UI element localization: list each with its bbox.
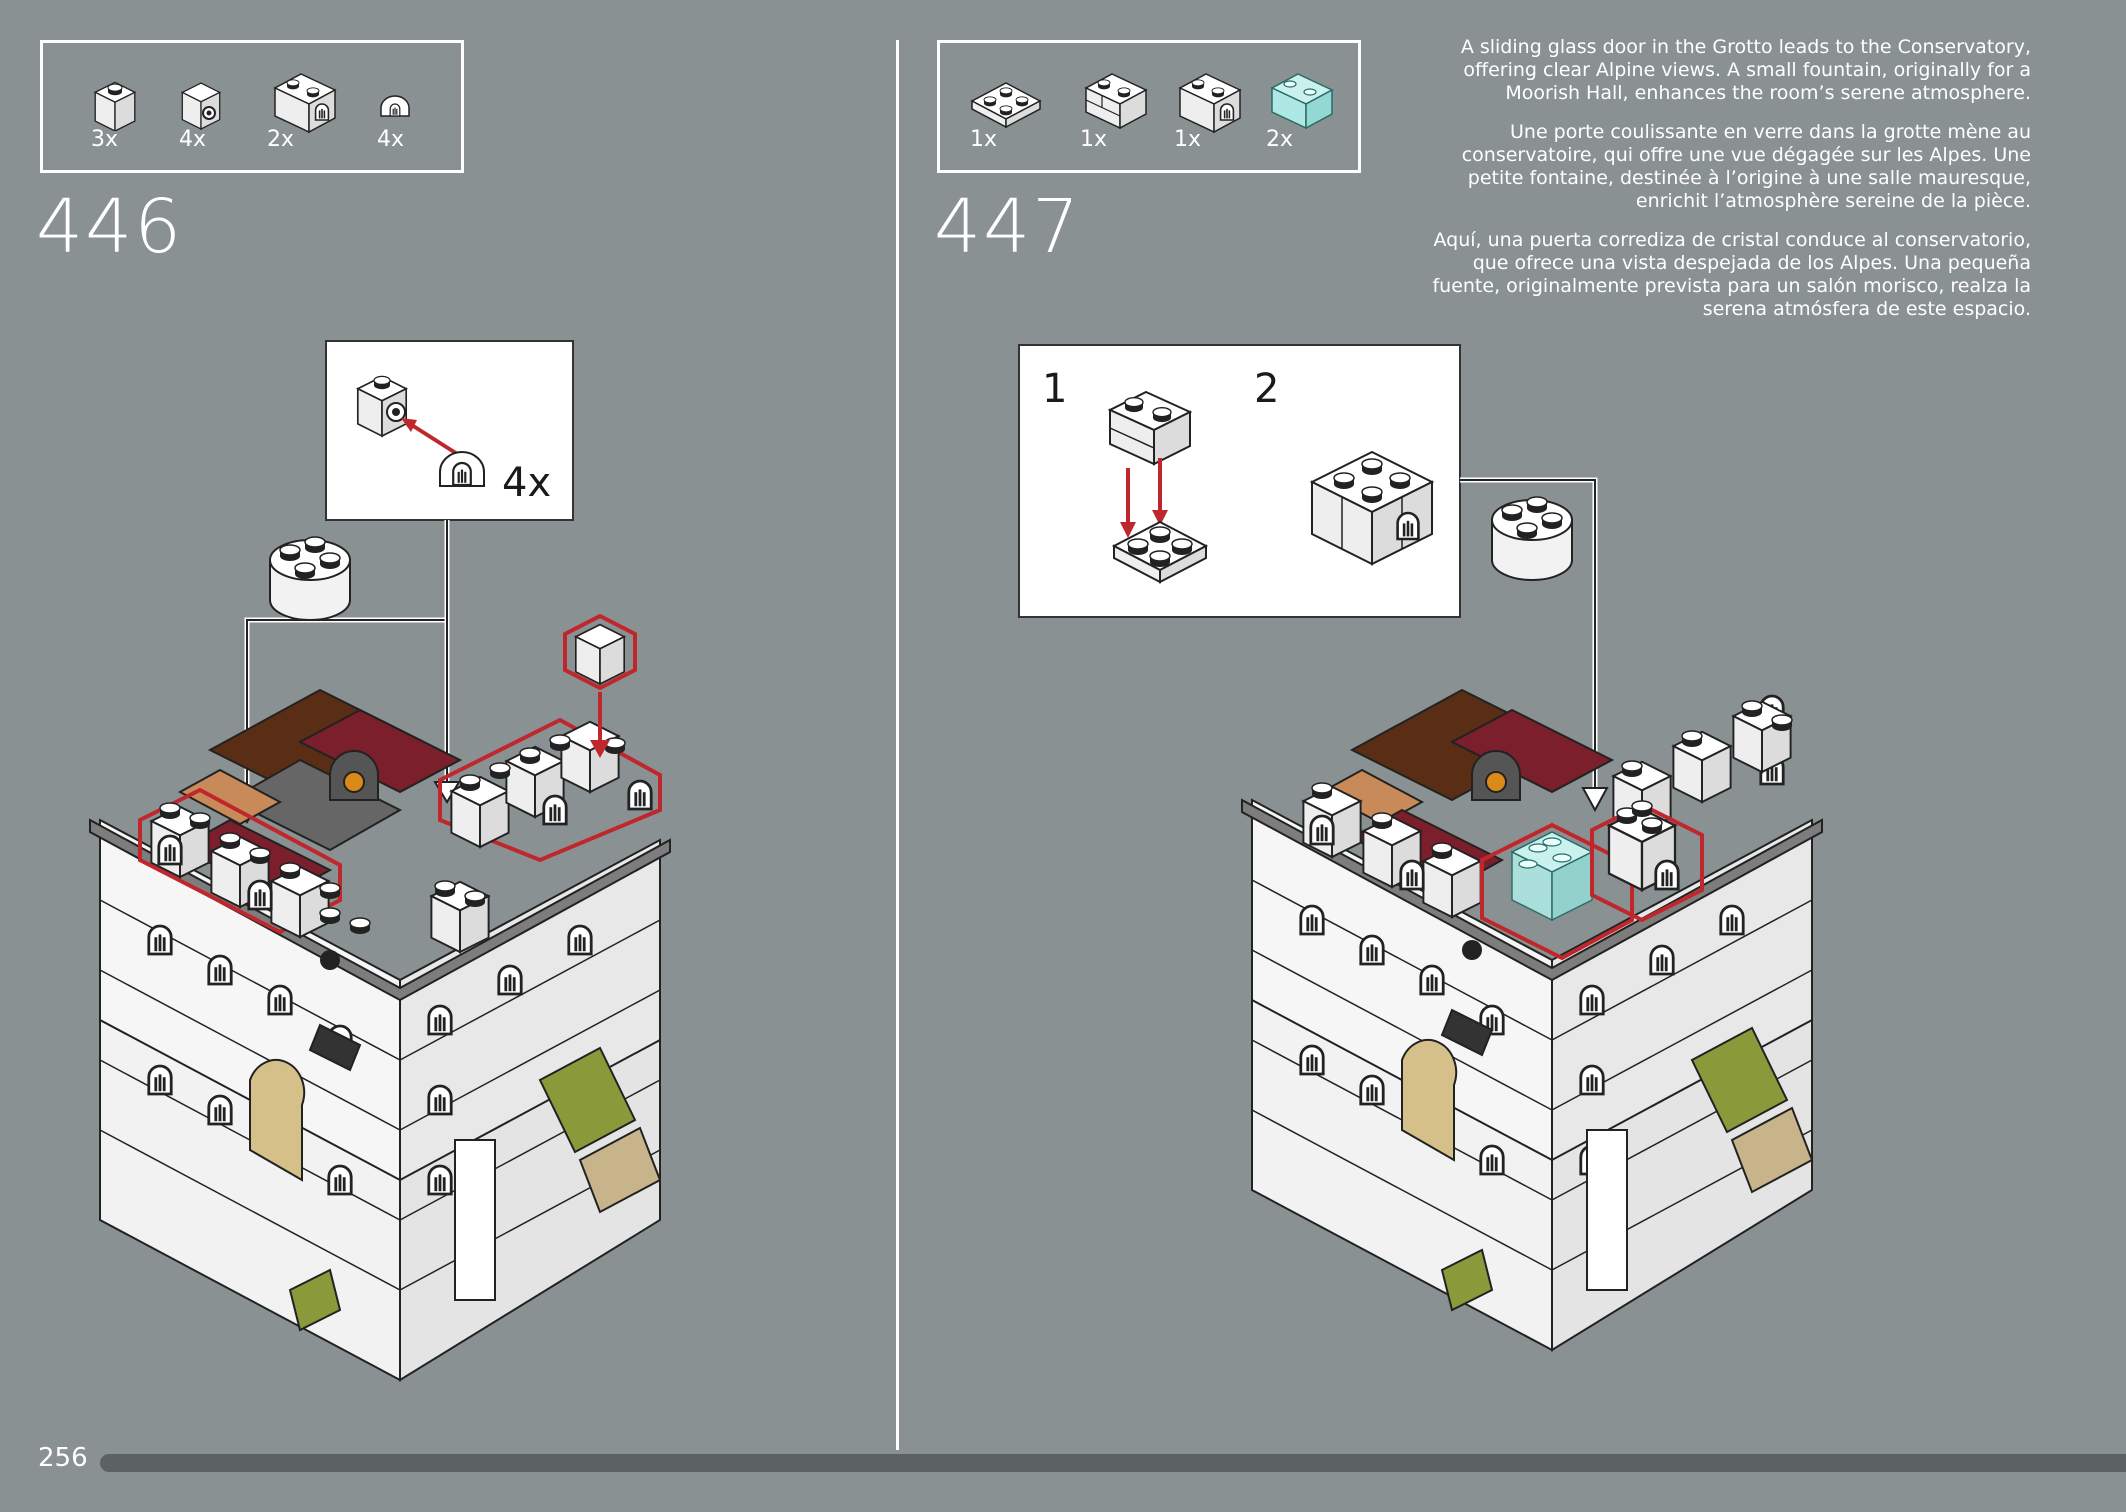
white-1x1-bracket-icon: [181, 82, 221, 130]
parts-list-step-447: 1x 1x 1x 2x: [937, 40, 1361, 173]
description-fr: Une porte coulissante en verre dans la g…: [1461, 121, 2031, 212]
substep-1-label: 1: [1042, 366, 1068, 412]
progress-bar: [100, 1454, 2126, 1472]
part-trans-light-blue-1x2-brick: [1262, 63, 1342, 133]
substep-2-label: 2: [1254, 366, 1280, 412]
step-number-446: 446: [36, 184, 184, 270]
bracket-assembly-diagram: [356, 375, 485, 487]
description-es: Aquí, una puerta corrediza de cristal co…: [1432, 229, 2031, 320]
page-number: 256: [38, 1443, 88, 1473]
step-number-447: 447: [934, 184, 1082, 270]
callout-step-446: 4x: [325, 340, 574, 521]
part-qty: 1x: [1080, 127, 1108, 152]
callout-step-447: 1 2: [1018, 344, 1461, 618]
white-1x2-window-brick-icon: [1178, 73, 1242, 133]
white-2x2-plate-icon: [970, 82, 1042, 129]
part-qty: 4x: [179, 127, 207, 152]
sub-assembly-diagram: [1107, 390, 1435, 584]
part-qty: 1x: [970, 127, 998, 152]
white-1x1-brick-icon: [94, 81, 136, 131]
part-white-1x1-brick: [85, 71, 165, 131]
part-qty: 4x: [377, 127, 405, 152]
white-arch-tile-icon: [380, 95, 410, 117]
white-1x2-window-brick-icon: [273, 73, 337, 133]
model-step-446: [89, 520, 671, 1382]
part-white-1x2-window-brick: [1170, 63, 1250, 133]
part-white-2x2-plate: [966, 71, 1046, 131]
part-white-1x1-bracket: [171, 71, 251, 131]
part-white-1x2-window-brick: [265, 63, 345, 133]
parts-list-step-446: 3x 4x 2x 4x: [40, 40, 464, 173]
part-qty: 2x: [1266, 127, 1294, 152]
part-qty: 3x: [91, 127, 119, 152]
page-divider: [896, 40, 899, 1450]
part-qty: 2x: [267, 127, 295, 152]
part-white-1x2-masonry-brick: [1076, 63, 1156, 133]
part-qty: 1x: [1174, 127, 1202, 152]
white-1x2-masonry-brick-icon: [1084, 73, 1148, 130]
description-en: A sliding glass door in the Grotto leads…: [1460, 36, 2031, 104]
part-white-arch-tile: [373, 91, 453, 125]
description-text: A sliding glass door in the Grotto leads…: [1431, 36, 2031, 337]
trans-light-blue-1x2-brick-icon: [1270, 73, 1334, 130]
model-step-447: [1241, 477, 1823, 1352]
callout-qty: 4x: [502, 460, 552, 506]
